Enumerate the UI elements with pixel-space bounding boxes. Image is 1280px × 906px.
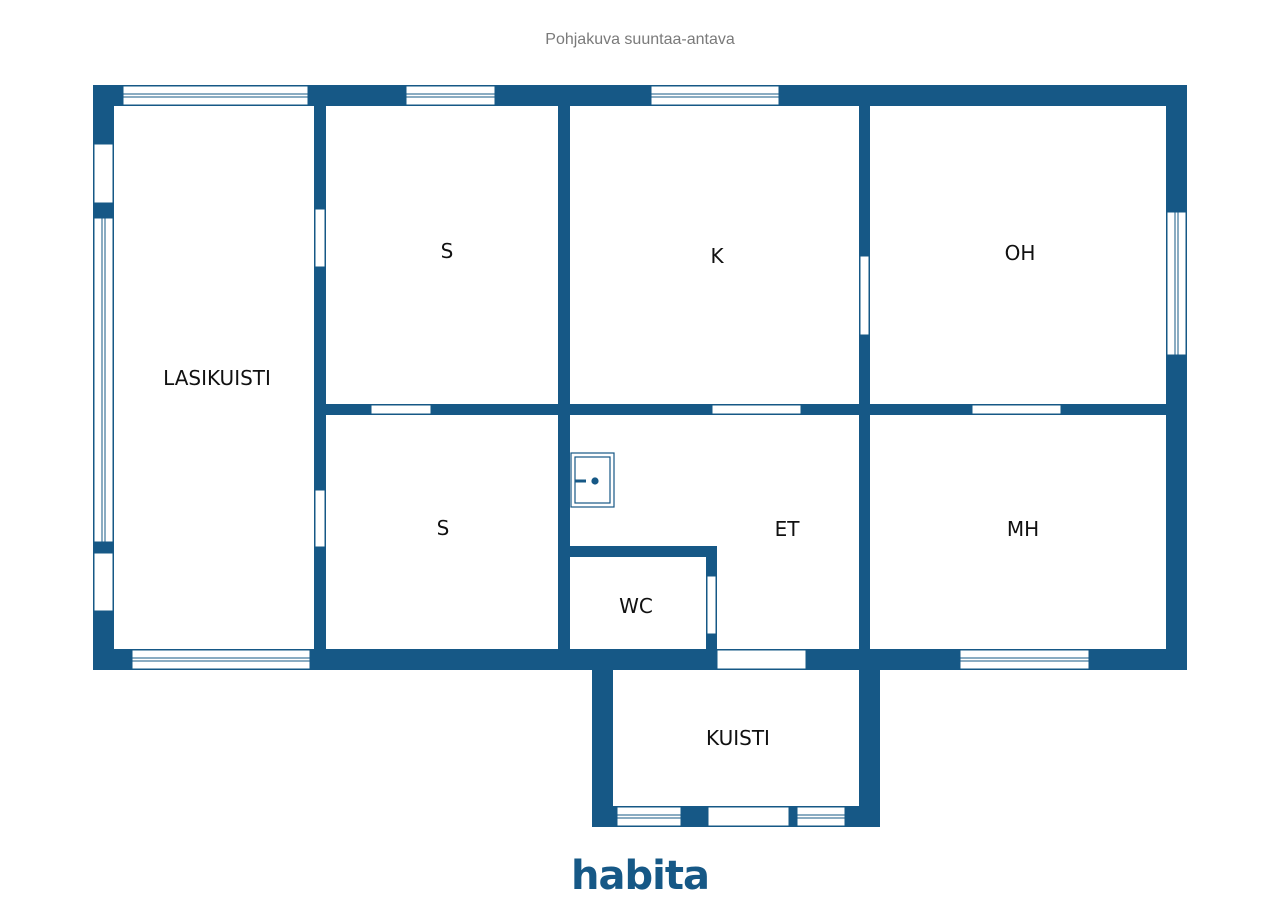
habita-logo: habita	[571, 853, 710, 899]
room-label-oh: OH	[1005, 241, 1036, 265]
outer-wall-bottom	[93, 649, 1187, 670]
door-opening	[314, 489, 326, 548]
window	[616, 806, 682, 827]
outer-wall-right	[1166, 85, 1187, 670]
room-labels: LASIKUISTI S K OH S ET MH WC KUISTI	[163, 239, 1039, 750]
wall-kuisti-right	[859, 670, 880, 827]
window	[959, 649, 1090, 670]
room-label-k: K	[710, 244, 724, 268]
window	[131, 649, 311, 670]
door-opening	[711, 404, 802, 415]
room-label-kuisti: KUISTI	[706, 726, 770, 750]
door-opening	[716, 649, 807, 670]
door-opening	[859, 255, 870, 336]
door-opening	[314, 208, 326, 268]
sink-icon	[570, 452, 615, 508]
wall-kitchen	[859, 106, 870, 649]
wall-lasikuisti	[314, 106, 326, 649]
window	[93, 217, 114, 543]
walls	[93, 85, 1187, 827]
room-label-s-top: S	[441, 239, 454, 263]
wall-bedrooms	[558, 106, 570, 649]
window	[405, 85, 496, 106]
window	[796, 806, 846, 827]
window	[122, 85, 309, 106]
door-opening	[706, 575, 717, 635]
window	[93, 143, 114, 204]
door-openings	[314, 208, 1062, 827]
plan-caption: Pohjakuva suuntaa-antava	[545, 31, 735, 48]
wall-kuisti-left	[592, 670, 613, 827]
room-label-lasikuisti: LASIKUISTI	[163, 366, 271, 390]
room-label-wc: WC	[619, 594, 653, 618]
door-opening	[370, 404, 432, 415]
room-label-et: ET	[775, 517, 801, 541]
outer-wall-top	[93, 85, 1187, 106]
room-label-s-bottom: S	[437, 516, 450, 540]
window	[1166, 211, 1187, 356]
door-opening	[707, 806, 790, 827]
door-opening	[971, 404, 1062, 415]
wall-wc-top	[570, 546, 717, 557]
window	[650, 85, 780, 106]
windows	[93, 85, 1187, 827]
room-label-mh: MH	[1007, 517, 1039, 541]
window	[93, 552, 114, 612]
